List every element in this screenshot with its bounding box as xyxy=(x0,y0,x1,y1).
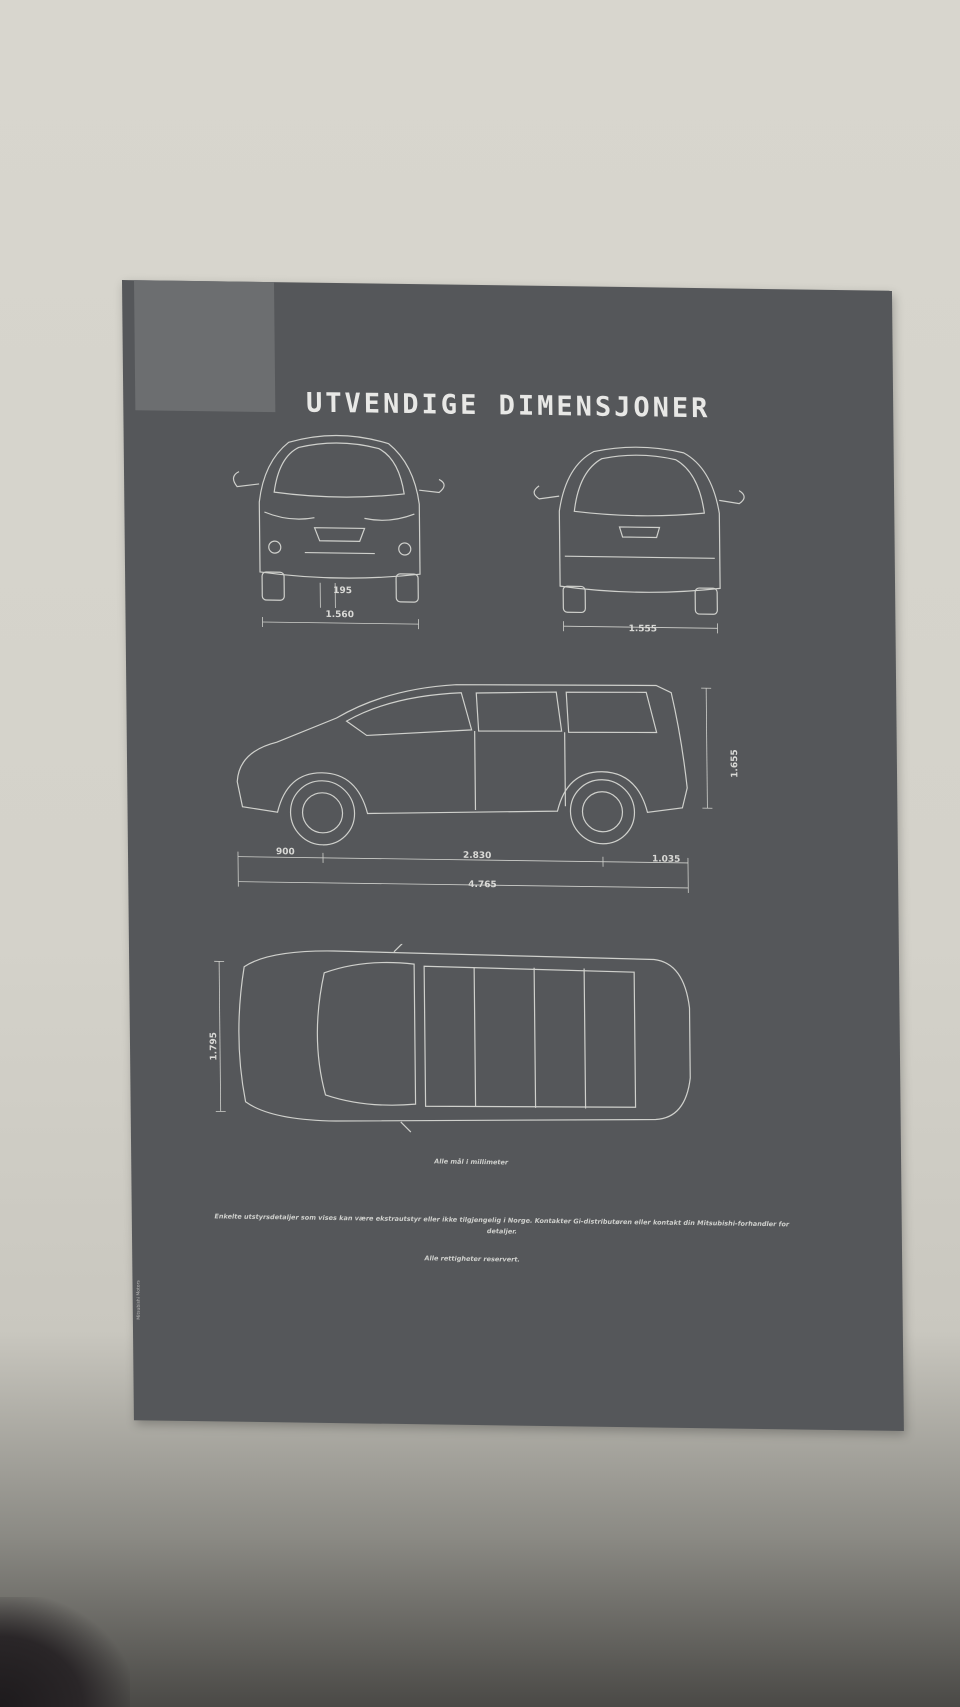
dim-track-rear: 1.555 xyxy=(628,624,658,635)
dim-track-front: 1.560 xyxy=(325,609,354,621)
dim-wheel-width: 195 xyxy=(333,585,353,597)
top-view-drawing xyxy=(214,941,716,1158)
side-print: Mitsubishi Motors xyxy=(136,1280,142,1320)
shadow-corner xyxy=(0,1597,130,1707)
rights-note: Alle rettigheter reservert. xyxy=(424,1254,520,1264)
dim-wheelbase: 2.830 xyxy=(462,850,492,862)
dim-height: 1.655 xyxy=(730,749,741,778)
front-view-drawing xyxy=(218,421,460,644)
dim-overhang-front: 900 xyxy=(275,847,295,858)
unit-note: Alle mål i millimeter xyxy=(434,1157,509,1167)
rear-view-drawing xyxy=(524,436,756,649)
dim-overhang-rear: 1.035 xyxy=(651,854,681,865)
dim-total-length: 4.765 xyxy=(468,879,497,891)
dim-width: 1.795 xyxy=(209,1032,220,1061)
brochure-page: UTVENDIGE DIMENSJONER 195 1.560 xyxy=(122,280,904,1431)
disclaimer: Enkelte utstyrsdetaljer som vises kan væ… xyxy=(214,1212,790,1236)
side-view-drawing xyxy=(226,671,748,898)
page-title: UTVENDIGE DIMENSJONER xyxy=(305,387,711,425)
